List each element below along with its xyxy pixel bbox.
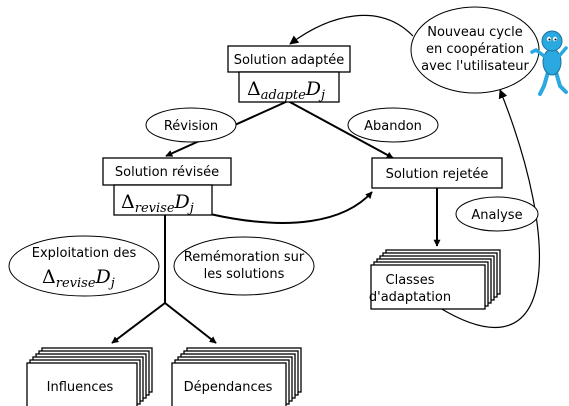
arrow-classes-to-cycle [439,89,541,329]
node-dependances: Dépendances [171,347,302,406]
svg-text:Remémoration sur: Remémoration sur [184,250,305,265]
svg-text:avec l'utilisateur: avec l'utilisateur [421,59,529,74]
solution-adaptee-label: Solution adaptée [234,53,345,68]
user-leg-right [554,70,568,94]
user-leg-left [538,70,550,96]
user-arm-right [558,46,568,57]
arrow-adaptee-to-rejetee [287,100,394,159]
influences-label: Influences [47,380,114,395]
svg-text:Révision: Révision [164,119,218,134]
exploitation-formula: ΔreviseDj [42,266,115,291]
node-solution-revisee: Solution révisée ΔreviseDj [102,157,232,216]
arrow-cycle-to-adaptee [289,14,414,45]
user-arm-left [530,47,546,58]
label-nouveau-cycle: Nouveau cycle en coopération avec l'util… [410,6,540,94]
label-revision: Révision [145,107,237,143]
label-analyse: Analyse [455,196,539,232]
solution-revisee-label: Solution révisée [115,165,219,180]
connectors [111,14,541,344]
svg-text:Analyse: Analyse [471,208,522,223]
node-influences: Influences [26,347,153,406]
arrow-to-influences [111,302,166,344]
svg-text:les solutions: les solutions [204,267,285,282]
user-icon [530,30,568,96]
label-abandon: Abandon [347,107,439,143]
user-head [541,30,563,52]
solution-adaptee-formula: ΔadapteDj [247,78,325,103]
solution-rejetee-label: Solution rejetée [386,167,489,182]
user-body [542,48,562,76]
svg-text:Exploitation des: Exploitation des [32,246,137,261]
arrow-revisee-to-rejetee [209,191,373,224]
node-solution-rejetee: Solution rejetée [371,157,503,189]
svg-text:en coopération: en coopération [426,42,524,57]
classes-label-line1: Classes [386,273,435,288]
classes-label-line2: d'adaptation [369,290,451,305]
label-exploitation: Exploitation des ΔreviseDj [8,235,160,297]
node-solution-adaptee: Solution adaptée ΔadapteDj [227,45,351,103]
solution-revisee-formula: ΔreviseDj [121,191,194,216]
label-rememoration: Remémoration sur les solutions [173,236,315,296]
arrow-to-dependances [164,302,217,344]
svg-text:Nouveau cycle: Nouveau cycle [427,25,523,40]
svg-text:Abandon: Abandon [364,119,422,134]
node-classes-adaptation: Classes d'adaptation [369,249,501,310]
dependances-label: Dépendances [184,380,273,395]
